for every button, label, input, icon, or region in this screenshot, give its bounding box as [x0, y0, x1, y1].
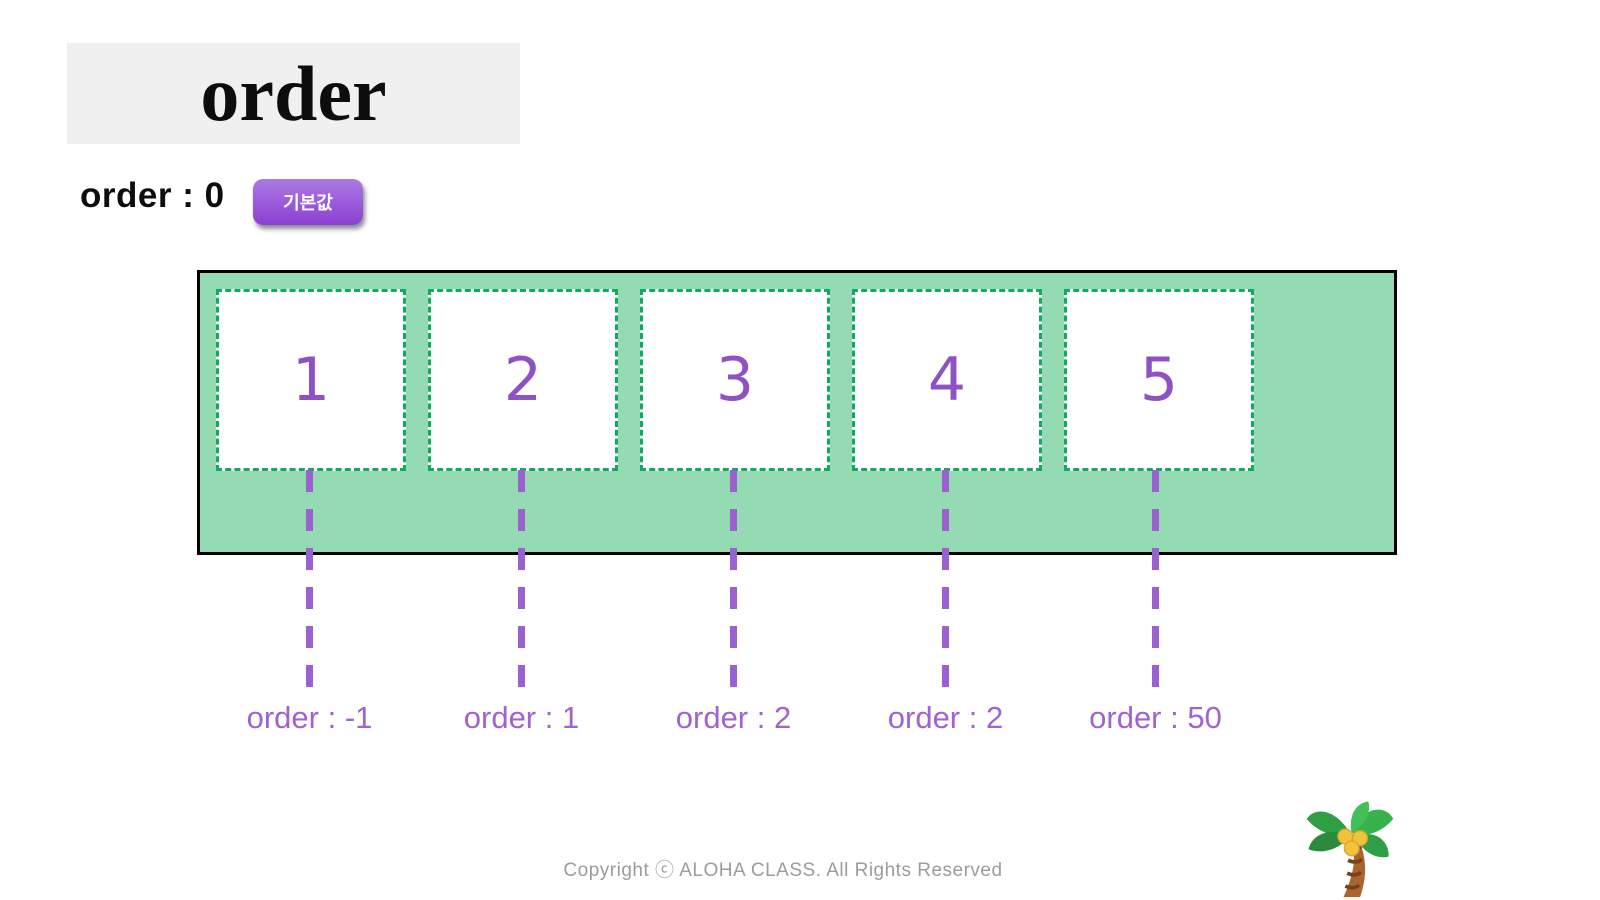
flex-item-number: 4	[927, 345, 967, 415]
default-value-badge: 기본값	[253, 179, 363, 225]
order-value-label: order : 1	[463, 700, 580, 735]
flex-item-number: 3	[715, 345, 755, 415]
property-value-label: order : 0	[80, 176, 225, 215]
connector-dashed-line	[1152, 470, 1159, 690]
flex-item-2: 2	[428, 289, 618, 471]
palm-tree-icon	[1306, 801, 1394, 898]
connector-dashed-line	[942, 470, 949, 690]
flex-item-number: 1	[291, 345, 331, 415]
order-value-label: order : -1	[246, 700, 373, 735]
flex-container: 1 2 3 4 5	[197, 270, 1397, 555]
flex-item-number: 2	[503, 345, 543, 415]
copyright-text: Copyright ⓒ ALOHA CLASS. All Rights Rese…	[563, 860, 1003, 881]
flex-item-1: 1	[216, 289, 406, 471]
order-value-label: order : 2	[675, 700, 792, 735]
connector-dashed-line	[730, 470, 737, 690]
connector-dashed-line	[518, 470, 525, 690]
page-title: order	[200, 49, 387, 137]
flex-item-number: 5	[1139, 345, 1179, 415]
order-value-label: order : 2	[887, 700, 1004, 735]
title-block: order	[67, 43, 520, 144]
flex-item-5: 5	[1064, 289, 1254, 471]
flex-item-3: 3	[640, 289, 830, 471]
flex-item-4: 4	[852, 289, 1042, 471]
connector-dashed-line	[306, 470, 313, 690]
order-value-label: order : 50	[1089, 700, 1222, 735]
